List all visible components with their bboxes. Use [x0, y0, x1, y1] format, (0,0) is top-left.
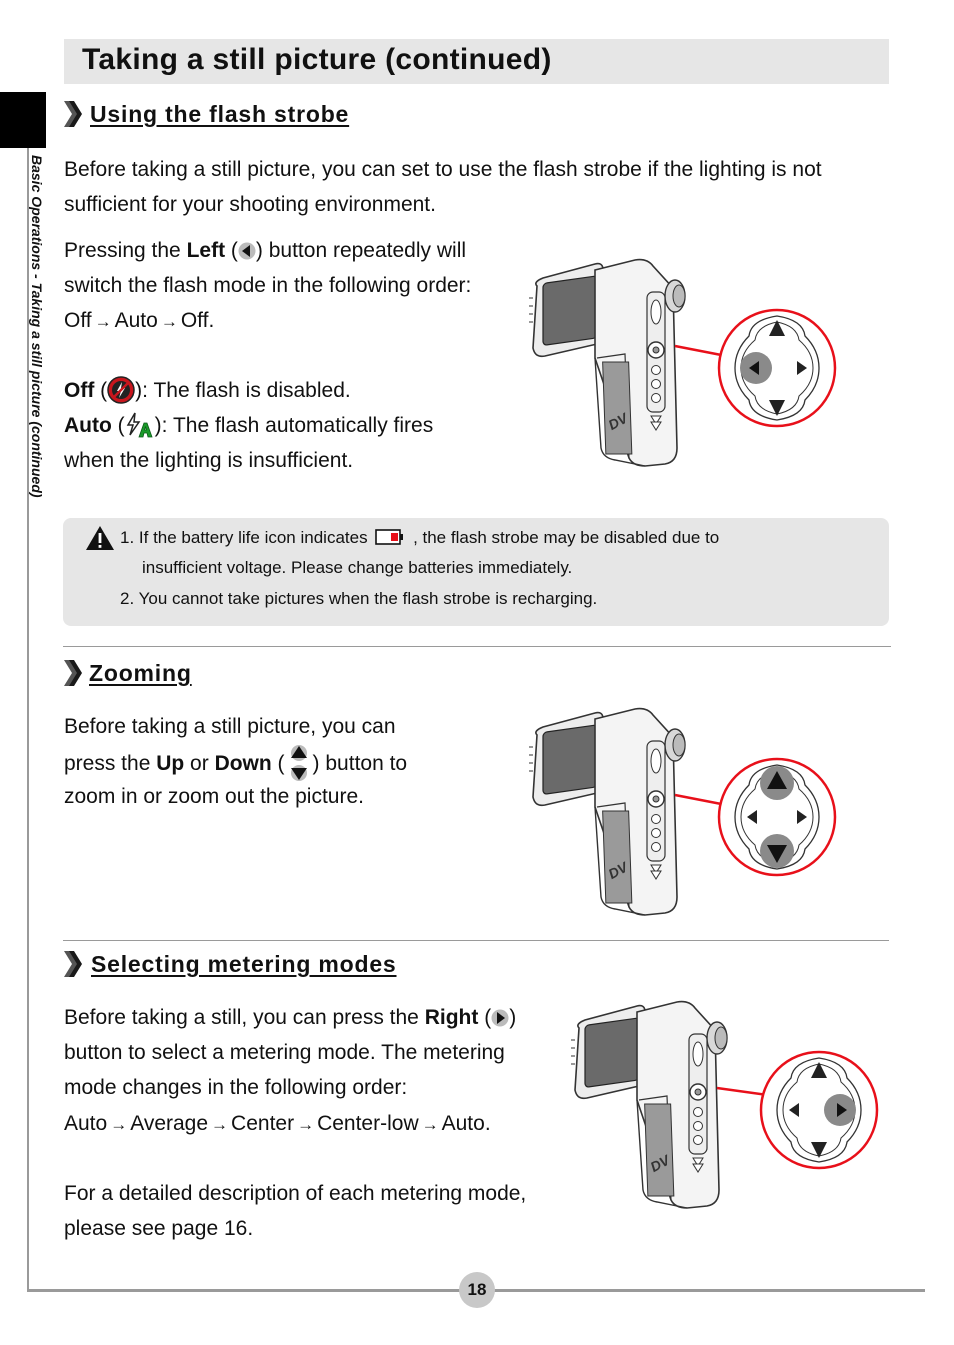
auto-label: Auto — [64, 414, 112, 437]
up-down-button-icon — [290, 745, 307, 781]
flash-intro-line1: Before taking a still picture, you can s… — [64, 158, 822, 181]
arrow-icon: → — [94, 312, 112, 331]
order-item: Auto — [114, 309, 158, 332]
text: ( — [225, 239, 238, 262]
section-divider — [63, 940, 889, 941]
camera-right-button-illustration — [570, 1000, 879, 1209]
flash-off-line: Off (): The flash is disabled. — [64, 373, 351, 408]
order-item: Off. — [180, 309, 215, 332]
section-divider — [63, 646, 891, 647]
metering-heading: Selecting metering modes — [91, 951, 397, 977]
text: press the — [64, 752, 157, 775]
flash-off-icon — [107, 376, 135, 404]
battery-low-icon — [375, 529, 404, 545]
section-chevron-icon — [64, 951, 84, 977]
zoom-line2: press the Up or Down ( ) button to — [64, 744, 407, 782]
camera-zoom-button-illustration — [528, 707, 837, 916]
note-item-1-cont: insufficient voltage. Please change batt… — [142, 558, 573, 577]
flash-press-line1: Pressing the Left ( ) button repeatedly w… — [64, 233, 466, 268]
left-button-icon — [238, 242, 256, 260]
arrow-icon: → — [110, 1115, 128, 1134]
key-up-label: Up — [156, 752, 185, 775]
section-chevron-icon — [64, 101, 84, 127]
text: ): The flash automatically fires — [154, 414, 434, 437]
metering-line2: button to select a metering mode. The me… — [64, 1041, 505, 1064]
right-button-icon — [491, 1009, 509, 1027]
text: 1. If the battery life icon indicates — [120, 528, 368, 547]
text: ) — [509, 1006, 517, 1029]
text: ) button repeatedly will — [255, 239, 467, 262]
order-item: Auto. — [441, 1112, 491, 1135]
note-item-2: 2. You cannot take pictures when the fla… — [120, 589, 598, 608]
page-title: Taking a still picture (continued) — [82, 43, 552, 76]
flash-auto-icon — [126, 412, 153, 438]
page-number: 18 — [459, 1272, 495, 1308]
flash-press-line2: switch the flash mode in the following o… — [64, 274, 472, 297]
flash-intro-line2: sufficient for your shooting environment… — [64, 193, 436, 216]
title-bar — [64, 39, 889, 84]
arrow-icon: → — [421, 1115, 439, 1134]
order-item: Off — [64, 309, 92, 332]
metering-line6: please see page 16. — [64, 1217, 254, 1240]
key-right-label: Right — [424, 1006, 479, 1029]
side-label: Basic Operations - Taking a still pictur… — [29, 155, 45, 498]
zoom-heading: Zooming — [89, 660, 192, 686]
flash-auto-line: Auto (): The flash automatically fires — [64, 408, 433, 443]
zoom-line1: Before taking a still picture, you can — [64, 715, 396, 738]
order-item: Average — [130, 1112, 209, 1135]
side-divider — [27, 148, 29, 1292]
text: , the flash strobe may be disabled due t… — [413, 528, 720, 547]
key-left-label: Left — [186, 239, 226, 262]
arrow-icon: → — [211, 1115, 229, 1134]
metering-line3: mode changes in the following order: — [64, 1076, 408, 1099]
text: Pressing the — [64, 239, 187, 262]
off-label: Off — [64, 379, 95, 402]
warning-icon — [86, 526, 114, 550]
key-down-label: Down — [214, 752, 272, 775]
text: ( — [478, 1006, 492, 1029]
side-tab — [0, 92, 46, 148]
note-item-1: 1. If the battery life icon indicates , … — [120, 523, 719, 553]
zoom-line3: zoom in or zoom out the picture. — [64, 785, 364, 808]
section-chevron-icon — [64, 660, 84, 686]
flash-auto-line2: when the lighting is insufficient. — [64, 449, 354, 472]
text: ) button to — [312, 752, 408, 775]
order-item: Center — [231, 1112, 295, 1135]
text: ( — [271, 752, 285, 775]
flash-heading: Using the flash strobe — [90, 101, 350, 127]
arrow-icon: → — [297, 1115, 315, 1134]
metering-line5: For a detailed description of each meter… — [64, 1182, 527, 1205]
text: ): The flash is disabled. — [135, 379, 351, 402]
caution-note-box — [63, 518, 889, 626]
text: or — [184, 752, 215, 775]
text: Before taking a still, you can press the — [64, 1006, 425, 1029]
metering-order: Auto→Average→Center→Center-low→Auto. — [64, 1106, 491, 1142]
order-item: Auto — [64, 1112, 108, 1135]
arrow-icon: → — [160, 312, 178, 331]
metering-line1: Before taking a still, you can press the… — [64, 1000, 516, 1035]
order-item: Center-low — [317, 1112, 419, 1135]
flash-order: Off→Auto→Off. — [64, 303, 214, 339]
camera-left-button-illustration — [528, 258, 837, 467]
